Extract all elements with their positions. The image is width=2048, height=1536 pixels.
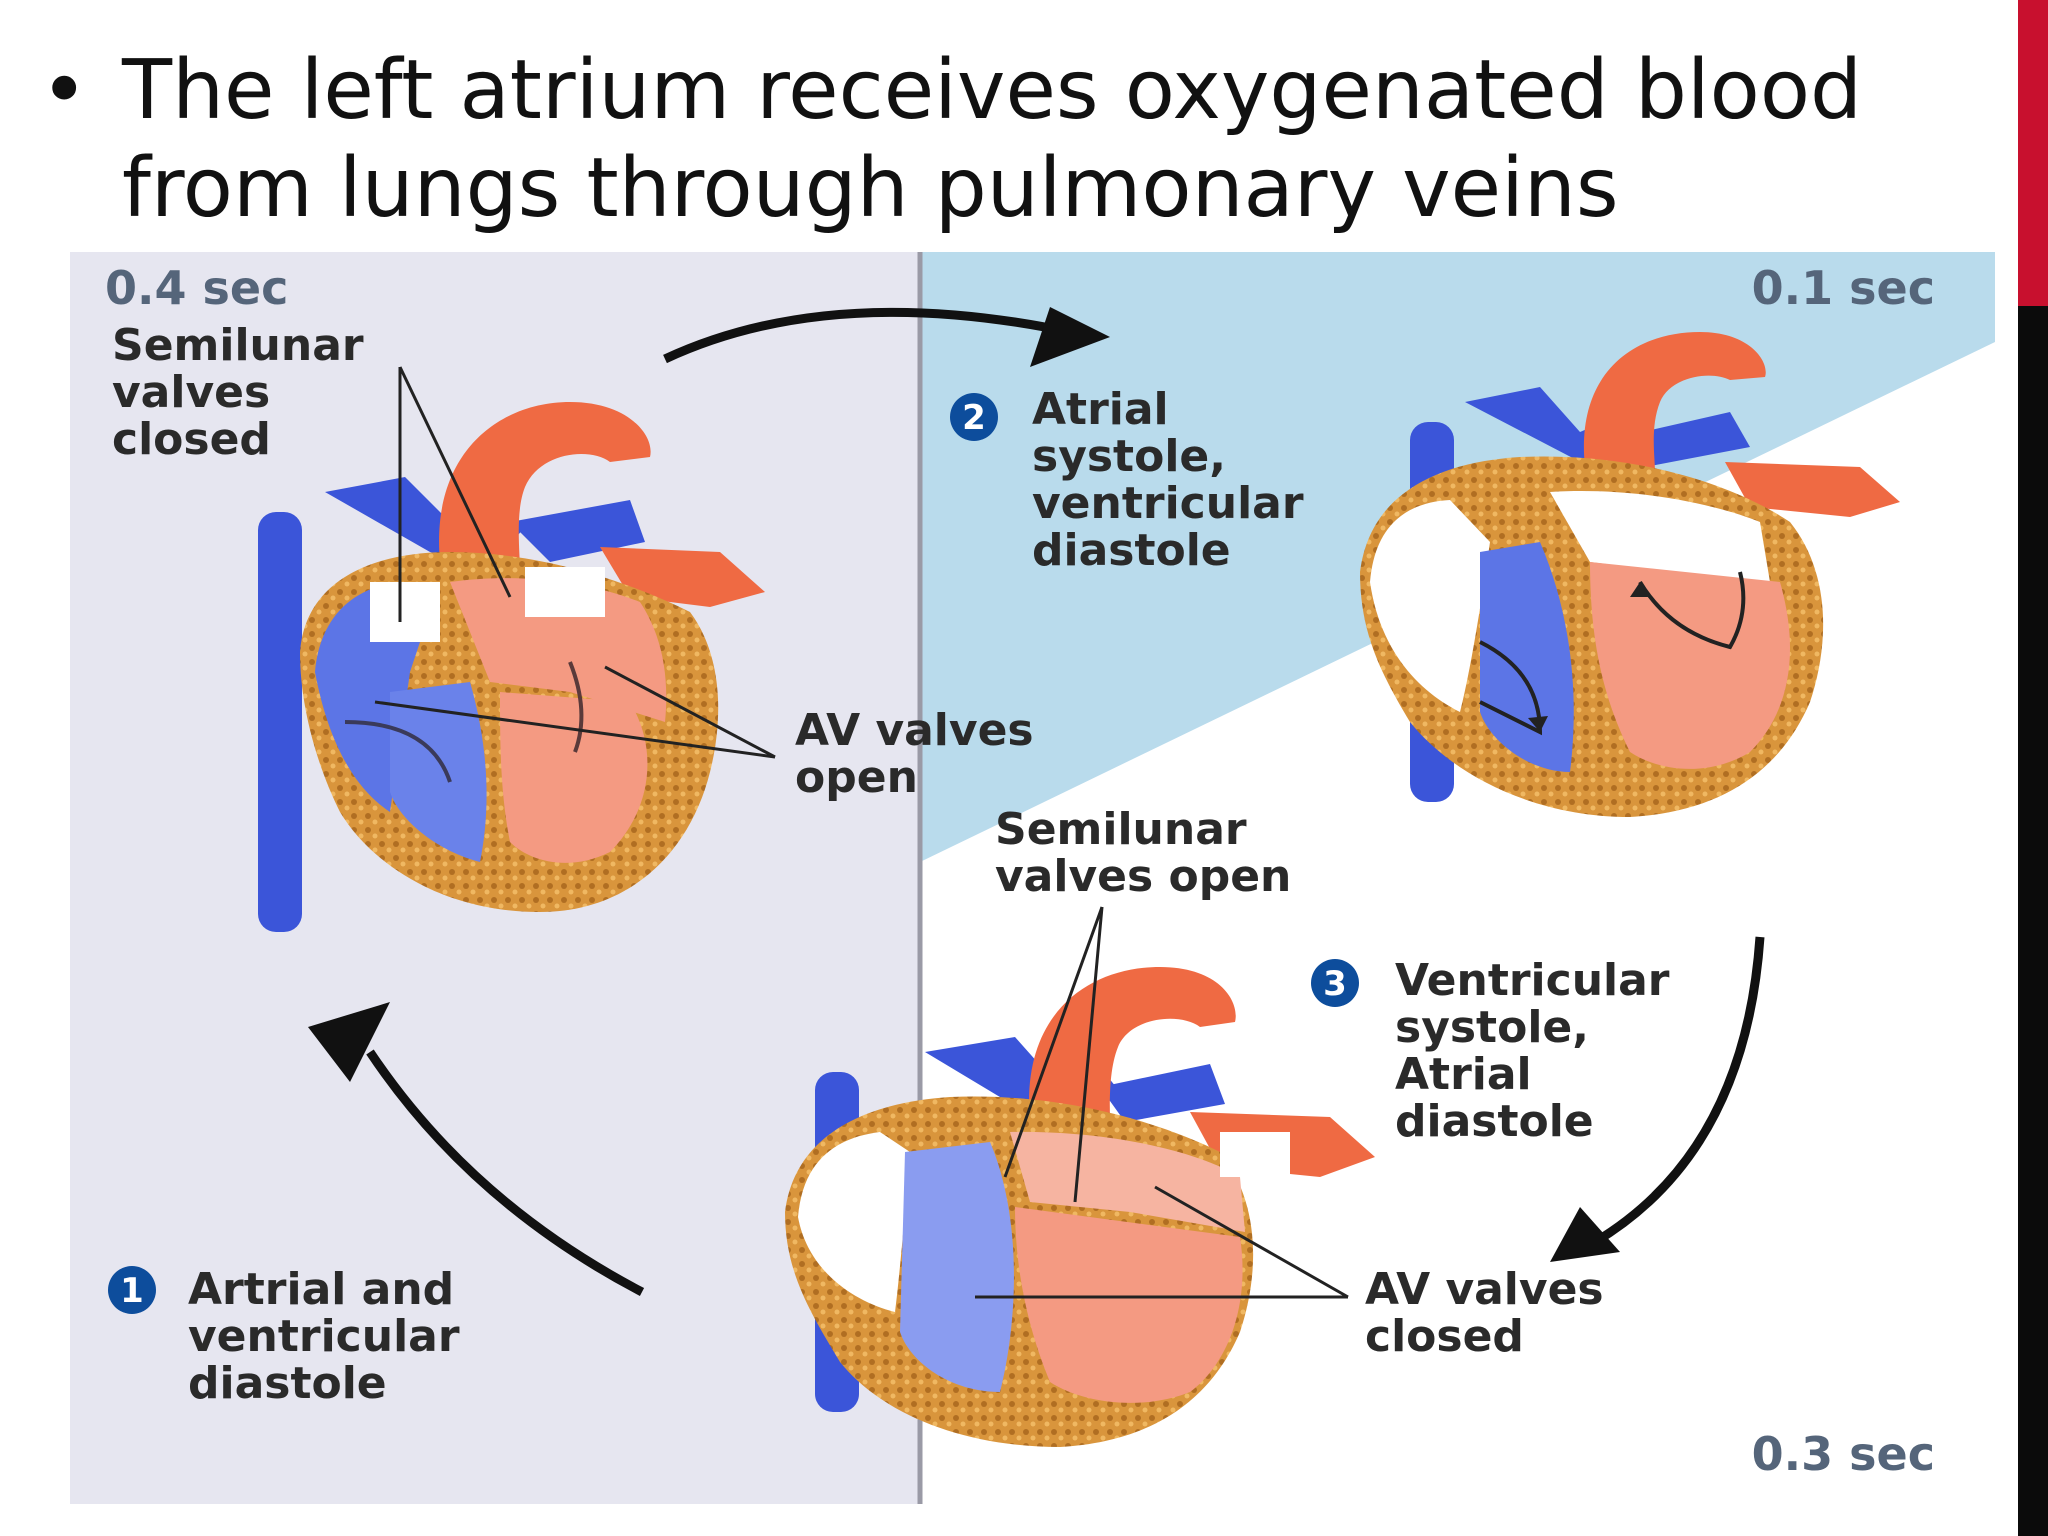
av-closed-label: AV valves closed <box>1365 1264 1619 1362</box>
bullet-line-2: from lungs through pulmonary veins <box>122 141 1619 236</box>
accent-bar-red <box>2018 0 2048 306</box>
phase-3-number: 3 <box>1323 964 1347 1004</box>
phase-3-badge <box>1311 959 1359 1007</box>
phase-2-number: 2 <box>962 398 986 438</box>
semilunar-open-line-1: Semilunar <box>995 804 1247 855</box>
phase-2-line-4: diastole <box>1032 525 1231 576</box>
phase-2-line-2: systole, <box>1032 431 1226 482</box>
phase-3-label: Ventricular systole, Atrial diastole <box>1395 955 1685 1147</box>
accent-bar-black <box>2018 306 2048 1536</box>
phase-1-time: 0.4 sec <box>105 261 288 315</box>
av-open-line-1: AV valves <box>795 705 1034 756</box>
arrow-2-to-3 <box>1592 936 1765 1246</box>
av-closed-line-2: closed <box>1365 1311 1524 1362</box>
av-closed-line-1: AV valves <box>1365 1264 1604 1315</box>
phase-1-label: Artrial and ventricular diastole <box>188 1264 475 1409</box>
phase-3-line-3: Atrial <box>1395 1049 1532 1100</box>
cardiac-cycle-diagram: 0.4 sec 0.1 sec 0.3 sec Semilunar valves… <box>70 252 1995 1504</box>
phase-1-line-3: diastole <box>188 1358 387 1409</box>
semilunar-open-line-2: valves open <box>995 851 1291 902</box>
heart-3-illustration <box>785 967 1375 1447</box>
bullet-symbol: • <box>40 43 89 138</box>
semilunar-closed-label: Semilunar valves closed <box>112 320 379 465</box>
phase-2-badge <box>950 393 998 441</box>
heart-1-illustration <box>258 402 765 932</box>
phase-1-badge <box>108 1266 156 1314</box>
phase-1-line-2: ventricular <box>188 1311 460 1362</box>
phase-2-line-3: ventricular <box>1032 478 1304 529</box>
phase-3-line-4: diastole <box>1395 1096 1594 1147</box>
bullet-text-block: The left atrium receives oxygenated bloo… <box>122 42 1862 238</box>
bullet-line-1: The left atrium receives oxygenated bloo… <box>122 43 1863 138</box>
arrow-1-to-2 <box>663 307 1071 364</box>
phase-3-time: 0.3 sec <box>1752 1427 1935 1481</box>
heart-2-illustration <box>1360 332 1900 817</box>
phase-2-line-1: Atrial <box>1032 384 1169 435</box>
phase-2-time: 0.1 sec <box>1752 261 1935 315</box>
heart-1-leader-lines <box>374 366 776 759</box>
heart-3-leader-lines <box>975 906 1349 1299</box>
phase-1-line-1: Artrial and <box>188 1264 454 1315</box>
av-open-line-2: open <box>795 752 918 803</box>
semilunar-open-label: Semilunar valves open <box>995 804 1291 902</box>
semilunar-closed-line-1: Semilunar <box>112 320 364 371</box>
phase-2-label: Atrial systole, ventricular diastole <box>1032 384 1319 576</box>
semilunar-closed-line-2: valves <box>112 367 270 418</box>
semilunar-closed-line-3: closed <box>112 414 271 465</box>
av-open-label: AV valves open <box>795 705 1049 803</box>
arrow-3-to-1 <box>366 1049 645 1296</box>
phase-3-line-1: Ventricular <box>1395 955 1670 1006</box>
cycle-arrows <box>308 307 1765 1296</box>
phase-3-line-2: systole, <box>1395 1002 1589 1053</box>
phase-1-number: 1 <box>120 1271 144 1311</box>
